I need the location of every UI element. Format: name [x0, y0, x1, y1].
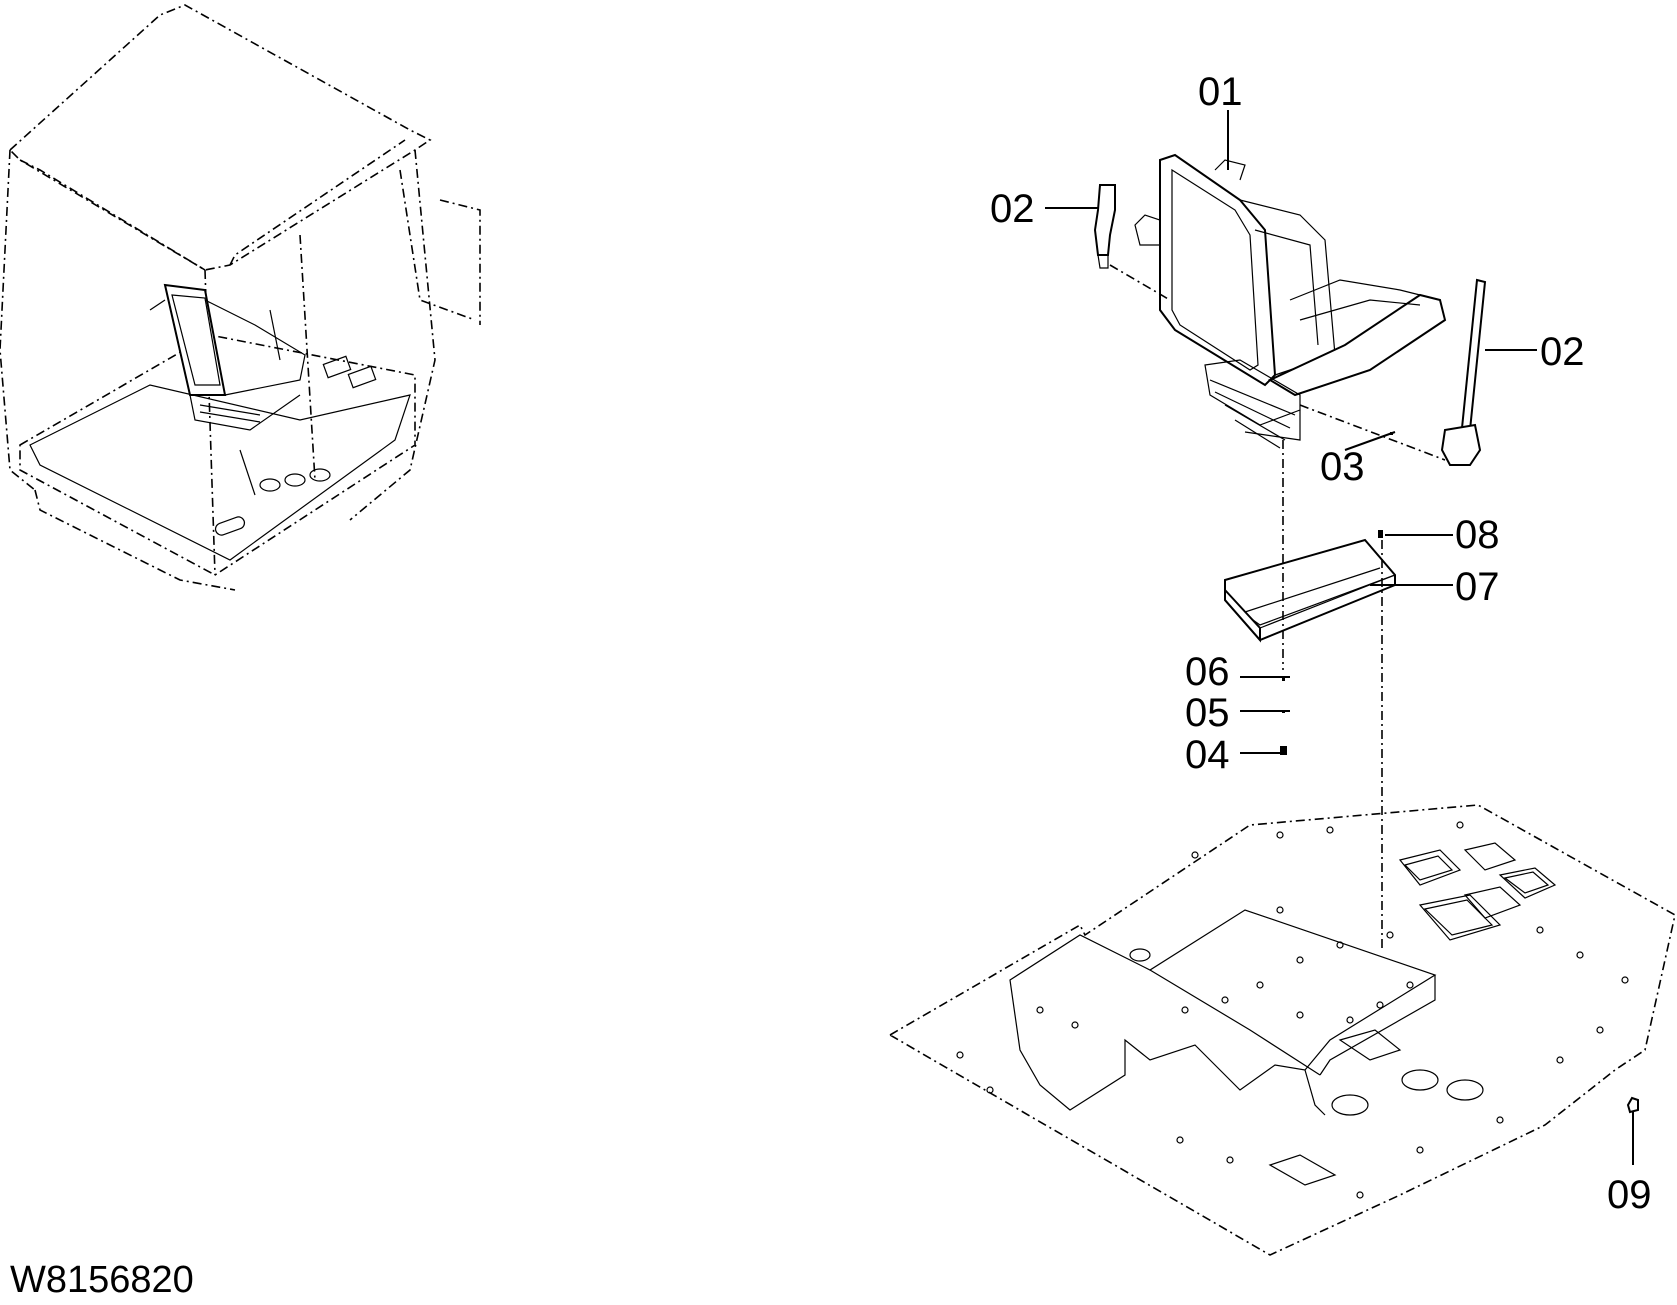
callout-04: 04 — [1185, 733, 1230, 777]
callout-01: 01 — [1198, 70, 1243, 114]
callout-07: 07 — [1455, 565, 1500, 609]
callout-08: 08 — [1455, 513, 1500, 557]
cab-floor-plate — [888, 804, 1676, 1256]
callout-05: 05 — [1185, 691, 1230, 735]
leader-lines — [1045, 110, 1634, 1165]
seat-bracket-plate — [1224, 538, 1396, 643]
callout-06: 06 — [1185, 650, 1230, 694]
assembly-lines — [1282, 440, 1383, 950]
drawing-code: W8156820 — [10, 1259, 194, 1301]
callout-02-right: 02 — [1540, 330, 1585, 374]
cab-overview-illustration — [0, 4, 481, 591]
callout-09: 09 — [1607, 1173, 1652, 1217]
callout-02-left: 02 — [990, 187, 1035, 231]
seat-belt-right — [1299, 278, 1487, 466]
seat-belt-left — [1093, 184, 1171, 301]
operator-seat — [1134, 153, 1447, 449]
callout-03: 03 — [1320, 445, 1365, 489]
